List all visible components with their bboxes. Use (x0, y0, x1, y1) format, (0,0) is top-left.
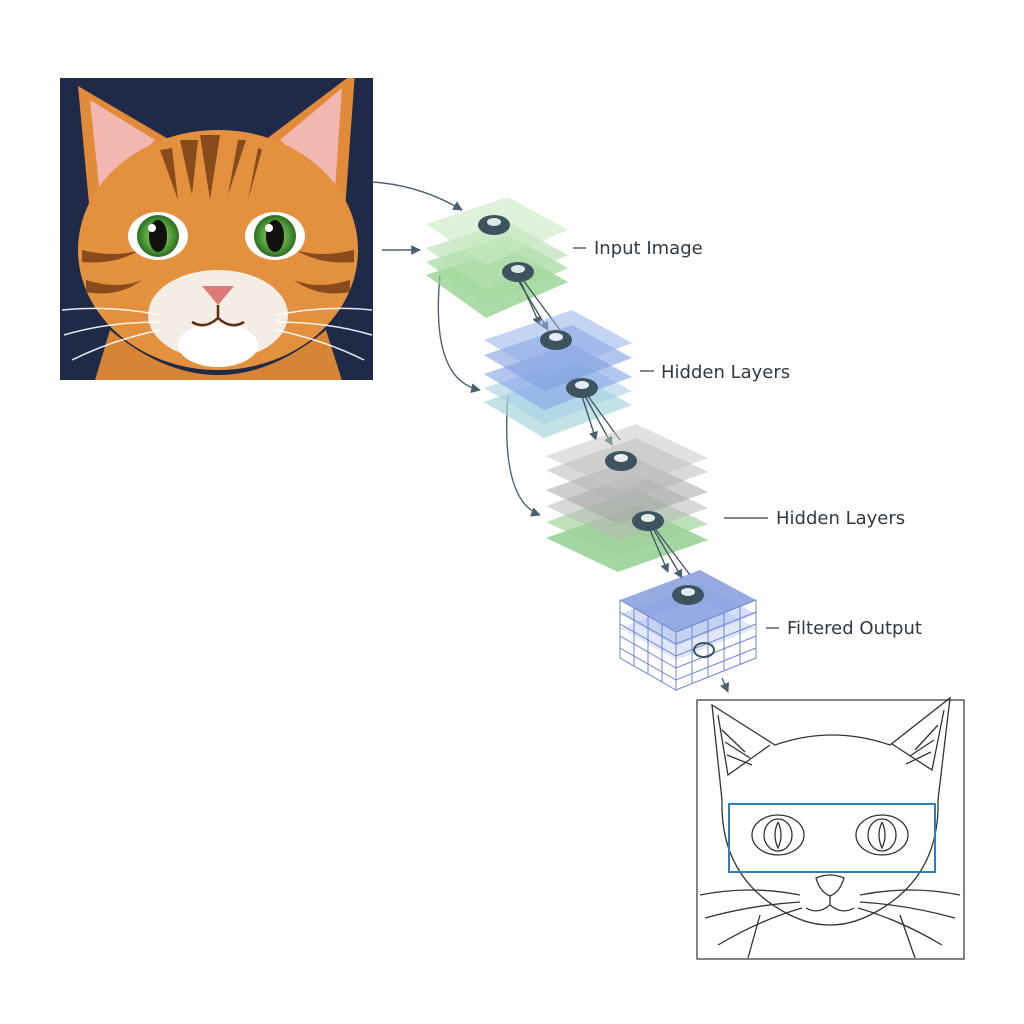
output-grid-block (619, 570, 757, 691)
arrow-icon (371, 181, 463, 211)
sketch-frame (696, 699, 965, 960)
network-node-icon (605, 451, 637, 471)
cat-nose (202, 286, 234, 305)
input-arrows (371, 181, 541, 517)
label-hidden-1-group: Hidden Layers (640, 362, 790, 383)
label-input-image: Input Image (594, 238, 703, 259)
input-cat-image (60, 78, 373, 380)
cat-stripes (82, 135, 354, 294)
label-input-group: Input Image (573, 238, 703, 259)
network-node-icon (540, 330, 572, 350)
feature-highlight-box (728, 803, 936, 873)
arrow-icon (505, 394, 541, 517)
network-node-icon (566, 378, 598, 398)
cat-whiskers (61, 307, 373, 361)
arrow-icon (437, 274, 481, 394)
network-node-icon (693, 642, 715, 658)
label-hidden-layers-1: Hidden Layers (661, 362, 790, 383)
connections-3 (649, 529, 691, 579)
cat-sketch-icon (699, 696, 961, 959)
cat-head (78, 130, 358, 370)
hidden-layer-stack-1 (484, 310, 632, 438)
hidden-layer-stack-2 (546, 424, 708, 572)
label-output-group: Filtered Output (766, 618, 922, 639)
label-hidden-2-group: Hidden Layers (724, 508, 905, 529)
label-hidden-layers-2: Hidden Layers (776, 508, 905, 529)
input-layer-stack (426, 197, 568, 318)
cat-eyes (128, 212, 305, 260)
label-filtered-output: Filtered Output (787, 618, 922, 639)
arrow-icon (720, 677, 730, 693)
network-node-icon (672, 585, 704, 605)
network-node-icon (502, 262, 534, 282)
output-cat-sketch (696, 696, 965, 960)
network-node-icon (478, 215, 510, 235)
network-node-icon (632, 511, 664, 531)
